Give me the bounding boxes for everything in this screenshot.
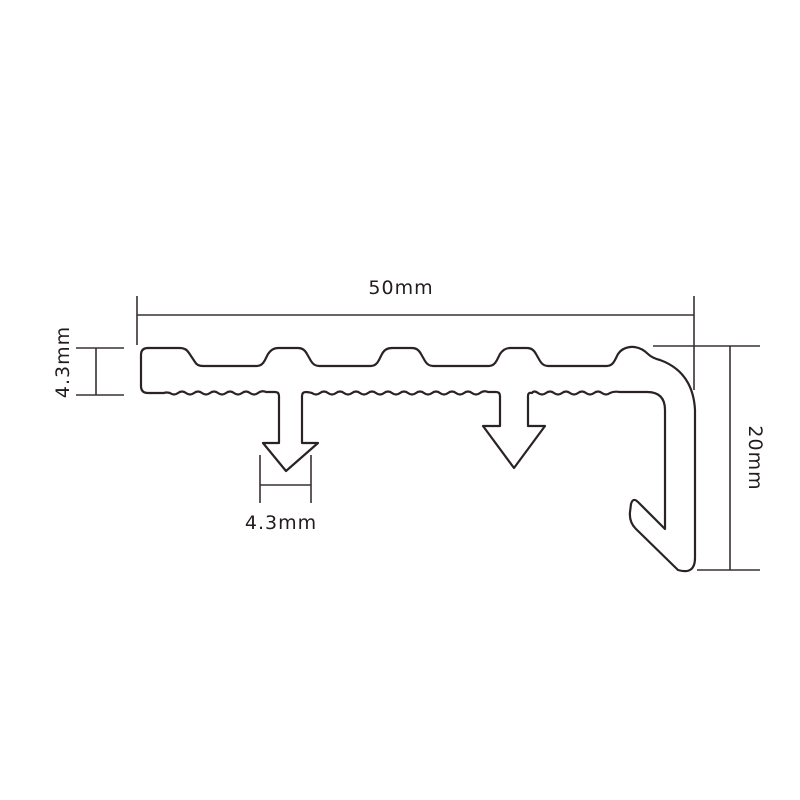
dimension-top-thickness: 4.3mm — [52, 326, 124, 398]
label-leg-width: 4.3mm — [245, 512, 317, 534]
label-overall-height: 20mm — [744, 425, 766, 490]
label-overall-width: 50mm — [368, 277, 433, 299]
dimension-leg-width: 4.3mm — [245, 455, 317, 534]
dimension-overall-height: 20mm — [653, 345, 766, 571]
label-top-thickness: 4.3mm — [52, 326, 74, 398]
dimension-overall-width: 50mm — [136, 277, 695, 390]
profile-outline — [139, 345, 697, 573]
